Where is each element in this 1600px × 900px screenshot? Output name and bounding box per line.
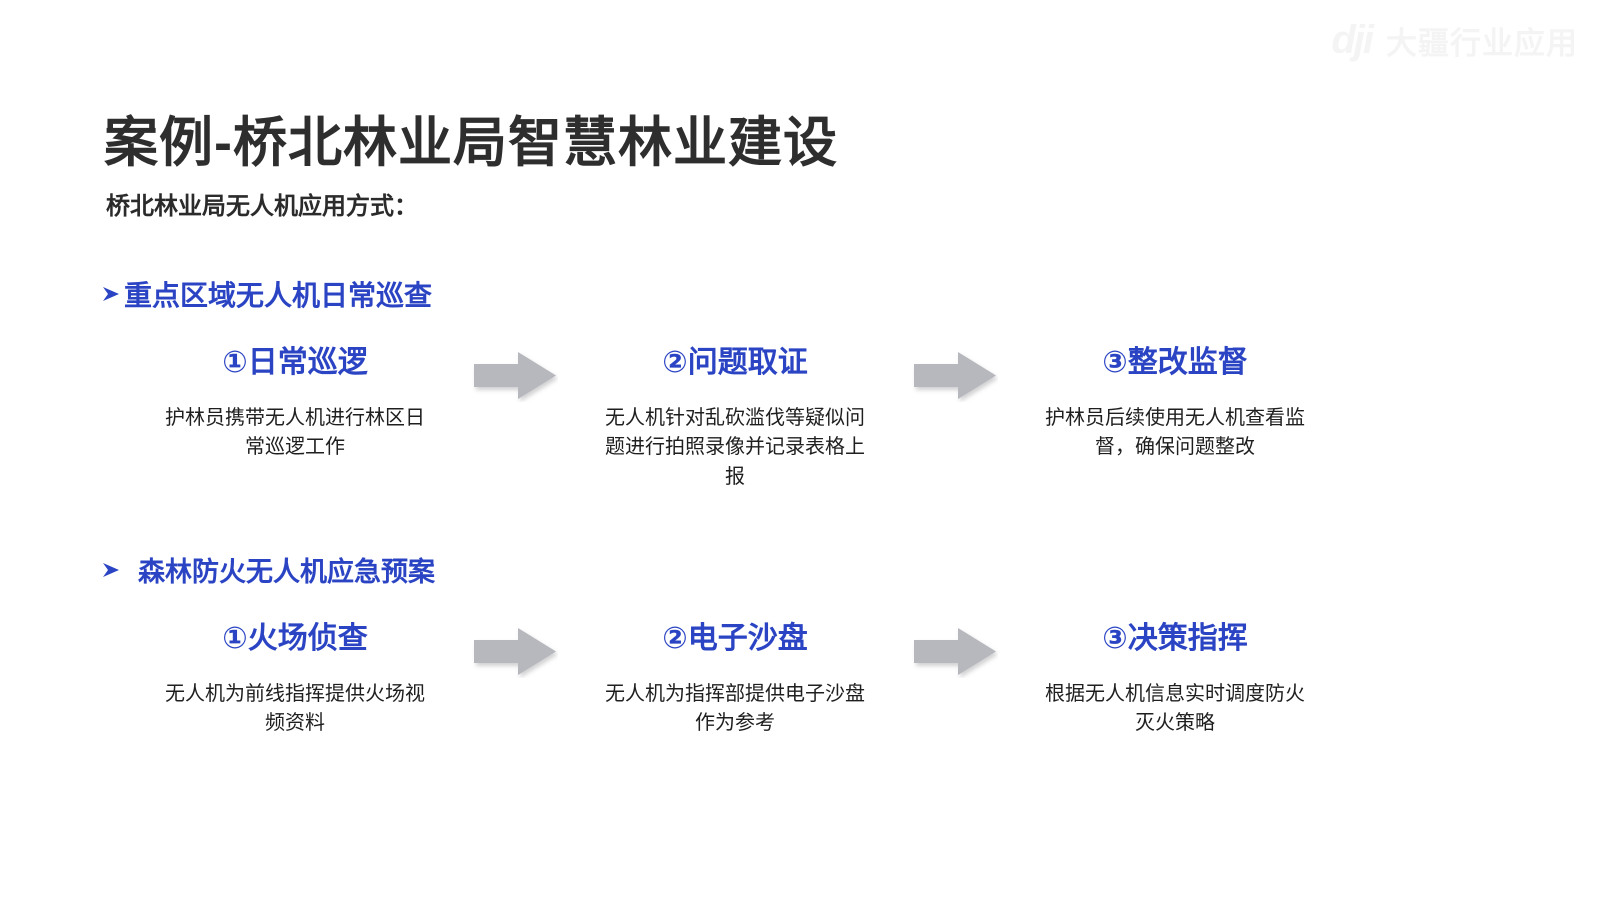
step-description: 无人机针对乱砍滥伐等疑似问题进行拍照录像并记录表格上报 bbox=[605, 406, 865, 488]
section-heading-1-label: 重点区域无人机日常巡查 bbox=[124, 280, 433, 311]
flow-arrow-cell bbox=[900, 620, 1010, 678]
step-description: 无人机为前线指挥提供火场视频资料 bbox=[165, 682, 425, 735]
step-title: ①火场侦查 bbox=[222, 622, 368, 655]
flow-row-1: ①日常巡逻 护林员携带无人机进行林区日常巡逻工作 ②问题取证 无人机针对乱砍滥伐… bbox=[130, 344, 1460, 492]
step-card: ③决策指挥 根据无人机信息实时调度防火灭火策略 bbox=[1010, 620, 1340, 739]
step-card: ②问题取证 无人机针对乱砍滥伐等疑似问题进行拍照录像并记录表格上报 bbox=[570, 344, 900, 492]
right-arrow-icon bbox=[474, 628, 556, 675]
step-card: ①火场侦查 无人机为前线指挥提供火场视频资料 bbox=[130, 620, 460, 739]
chevron-right-bullet-icon bbox=[100, 283, 122, 305]
chevron-right-bullet-icon bbox=[100, 559, 122, 581]
step-description: 护林员携带无人机进行林区日常巡逻工作 bbox=[165, 406, 425, 459]
step-title: ②电子沙盘 bbox=[662, 622, 808, 655]
page-title: 案例-桥北林业局智慧林业建设 bbox=[104, 113, 838, 173]
step-card: ③整改监督 护林员后续使用无人机查看监督，确保问题整改 bbox=[1010, 344, 1340, 463]
dji-logo-watermark: dji bbox=[1331, 18, 1374, 62]
flow-row-2: ①火场侦查 无人机为前线指挥提供火场视频资料 ②电子沙盘 无人机为指挥部提供电子… bbox=[130, 620, 1460, 739]
step-description: 护林员后续使用无人机查看监督，确保问题整改 bbox=[1045, 406, 1305, 459]
right-arrow-icon bbox=[914, 352, 996, 399]
right-arrow-icon bbox=[914, 628, 996, 675]
watermark: dji 大疆行业应用 bbox=[1331, 18, 1578, 63]
step-card: ①日常巡逻 护林员携带无人机进行林区日常巡逻工作 bbox=[130, 344, 460, 463]
step-title: ③决策指挥 bbox=[1102, 622, 1248, 655]
section-heading-2-label: 森林防火无人机应急预案 bbox=[138, 557, 435, 587]
flow-arrow-cell bbox=[900, 344, 1010, 402]
section-heading-2: 森林防火无人机应急预案 bbox=[100, 550, 435, 589]
step-description: 根据无人机信息实时调度防火灭火策略 bbox=[1045, 682, 1305, 735]
right-arrow-icon bbox=[474, 352, 556, 399]
step-title: ①日常巡逻 bbox=[222, 346, 368, 379]
page-subtitle: 桥北林业局无人机应用方式： bbox=[106, 193, 418, 220]
section-heading-1: 重点区域无人机日常巡查 bbox=[100, 274, 432, 314]
step-card: ②电子沙盘 无人机为指挥部提供电子沙盘作为参考 bbox=[570, 620, 900, 739]
watermark-text: 大疆行业应用 bbox=[1386, 26, 1578, 61]
step-title: ②问题取证 bbox=[662, 346, 808, 379]
flow-arrow-cell bbox=[460, 344, 570, 402]
flow-arrow-cell bbox=[460, 620, 570, 678]
step-description: 无人机为指挥部提供电子沙盘作为参考 bbox=[605, 682, 865, 735]
step-title: ③整改监督 bbox=[1102, 346, 1248, 379]
